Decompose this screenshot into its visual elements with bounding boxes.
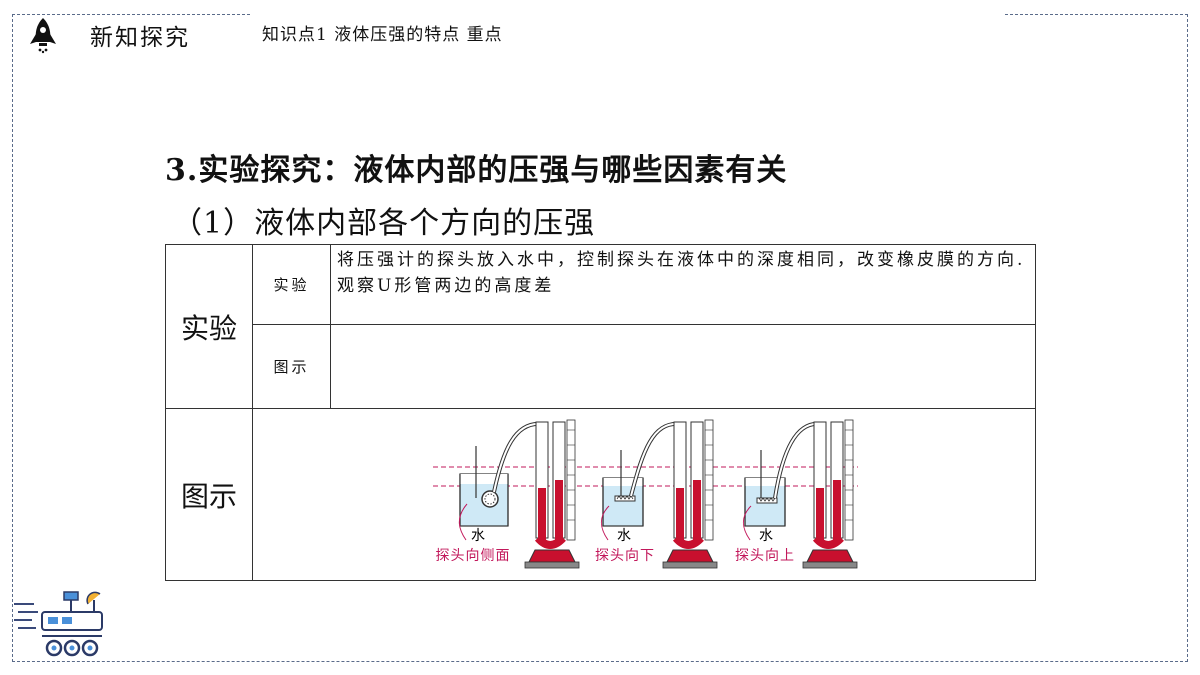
figure-cell: 水 水 水 探头向侧面 探头向下 探头向上 — [252, 408, 1036, 581]
figure-sublabel: 图示 — [252, 324, 331, 409]
water-label-3: 水 — [759, 528, 773, 544]
experiment-sublabel: 实验 — [252, 244, 331, 325]
figure-row-label: 图示 — [165, 408, 253, 581]
caption-up: 探头向上 — [735, 548, 795, 564]
experiment-description: 将压强计的探头放入水中，控制探头在液体中的深度相同，改变橡皮膜的方向.观察U形管… — [330, 244, 1036, 325]
page-heading: 3.实验探究：液体内部的压强与哪些因素有关 — [165, 153, 788, 188]
pressure-gauge-figure: 水 水 水 探头向侧面 探头向下 探头向上 — [433, 419, 858, 568]
gauge-setup-3 — [742, 419, 858, 568]
caption-down: 探头向下 — [595, 548, 655, 564]
water-label-2: 水 — [617, 528, 631, 544]
rover-icon — [14, 591, 103, 657]
page-subheading: （1）液体内部各个方向的压强 — [172, 206, 596, 241]
knowledge-point-label: 知识点1 液体压强的特点 重点 — [262, 25, 503, 45]
rocket-icon — [30, 18, 56, 54]
frame-right — [1187, 14, 1188, 662]
frame-top-left — [12, 14, 250, 15]
frame-left — [12, 14, 13, 662]
caption-side: 探头向侧面 — [436, 548, 511, 564]
experiment-row-label: 实验 — [165, 244, 253, 409]
figure-empty-cell — [330, 324, 1036, 409]
experiment-table: 实验 实验 将压强计的探头放入水中，控制探头在液体中的深度相同，改变橡皮膜的方向… — [165, 244, 1036, 581]
frame-top-right — [1005, 14, 1188, 15]
gauge-setup-1 — [458, 419, 580, 568]
section-title: 新知探究 — [90, 25, 190, 51]
frame-bottom — [12, 661, 1188, 662]
gauge-setup-2 — [600, 419, 718, 568]
water-label-1: 水 — [471, 528, 485, 544]
